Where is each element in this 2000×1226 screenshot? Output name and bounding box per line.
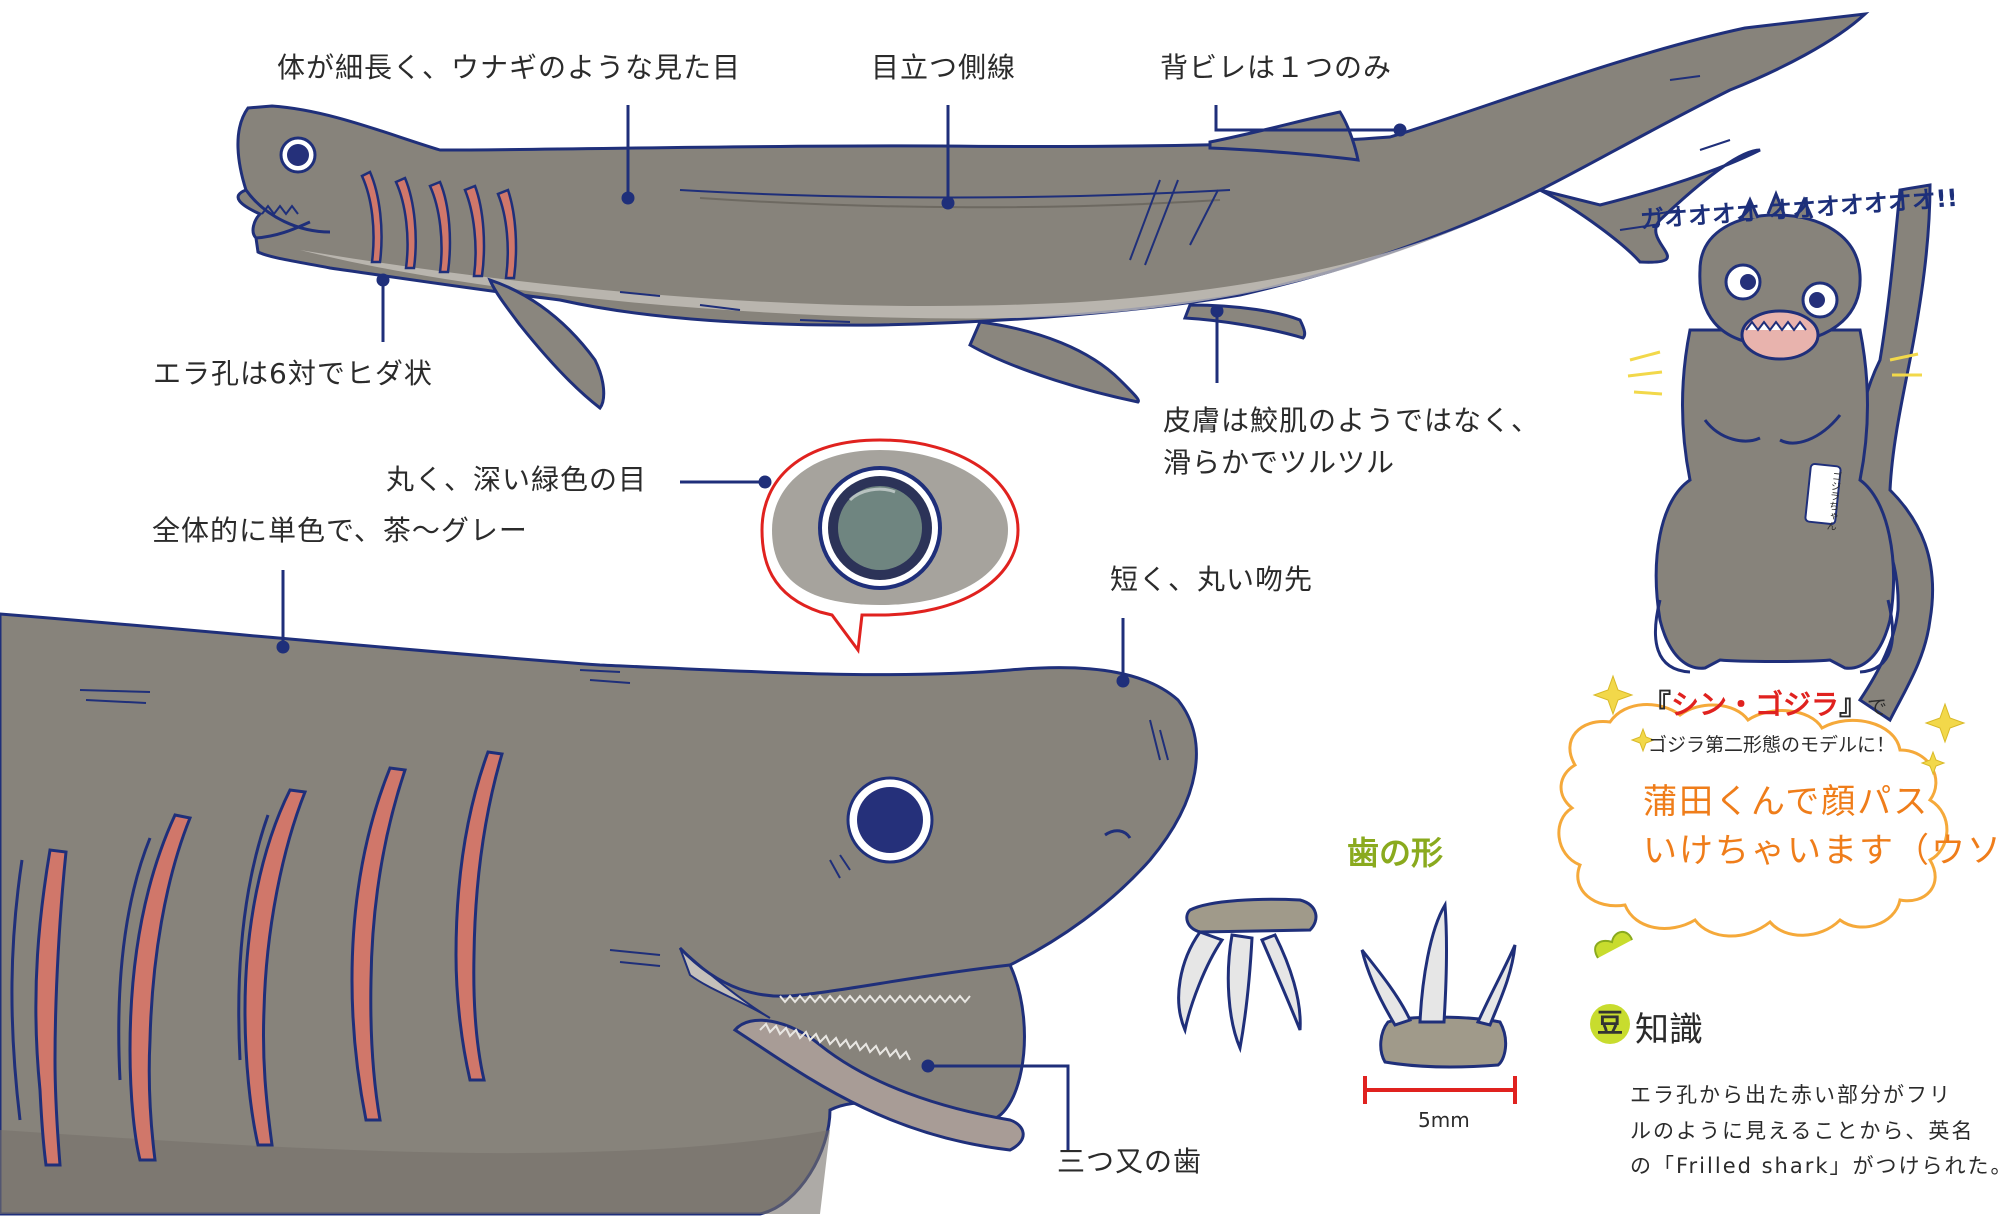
godzilla-joke: 蒲田くんで顔パス いけちゃいます（ウソ）	[1643, 778, 2000, 877]
ref-de: で	[1867, 695, 1888, 719]
godzilla-speech-cloud	[1557, 674, 1966, 938]
godzilla-joke-line2: いけちゃいます（ウソ）	[1643, 831, 2000, 872]
godzilla-reference-line2: ゴジラ第二形態のモデルに！	[1648, 734, 1896, 756]
label-dorsal-fin: 背ビレは１つのみ	[1160, 51, 1393, 84]
label-skin-line1: 皮膚は鮫肌のようではなく、	[1163, 404, 1541, 437]
label-snout: 短く、丸い吻先	[1110, 563, 1314, 596]
godzilla-character	[1627, 183, 1935, 723]
trivia-title: 知識	[1635, 1010, 1703, 1050]
label-skin-line2: 滑らかでツルツル	[1163, 446, 1396, 479]
trivia-badge: 豆	[1590, 1004, 1630, 1044]
ref-movie-title: シン・ゴジラ	[1671, 688, 1840, 721]
godzilla-reference: 『シン・ゴジラ』で	[1643, 683, 1887, 723]
trivia-line3: の「Frilled shark」がつけられた。	[1630, 1154, 2000, 1179]
tooth-illustrations	[1177, 897, 1517, 1104]
trivia-line1: エラ孔から出た赤い部分がフリ	[1630, 1083, 1952, 1107]
trivia-note: エラ孔から出た赤い部分がフリ ルのように見えることから、英名 の「Frilled…	[1630, 1078, 2000, 1185]
label-color: 全体的に単色で、茶〜グレー	[152, 514, 528, 547]
label-slender-body: 体が細長く、ウナギのような見た目	[277, 51, 742, 84]
label-skin: 皮膚は鮫肌のようではなく、 滑らかでツルツル	[1163, 400, 1540, 484]
mame-badge-leaf	[1594, 931, 1633, 959]
ref-bracket-open: 『	[1643, 688, 1672, 721]
tooth-panel-title: 歯の形	[1347, 834, 1444, 872]
label-lateral-line: 目立つ側線	[871, 51, 1017, 84]
ref-bracket-close: 』	[1839, 688, 1868, 721]
shark-head-closeup	[0, 612, 1198, 1216]
label-teeth: 三つ又の歯	[1057, 1145, 1203, 1178]
eye-callout	[760, 438, 1020, 654]
leader-lines-bottom	[276, 475, 1130, 1150]
trivia-line2: ルのように見えることから、英名	[1630, 1118, 1975, 1143]
tooth-scale-label: 5mm	[1418, 1108, 1470, 1132]
leader-lines-top	[376, 105, 1407, 383]
label-eye: 丸く、深い緑色の目	[386, 463, 648, 496]
label-gill-slits: エラ孔は6対でヒダ状	[153, 357, 433, 390]
godzilla-joke-line1: 蒲田くんで顔パス	[1643, 782, 1930, 822]
shark-full-body	[236, 11, 1870, 411]
